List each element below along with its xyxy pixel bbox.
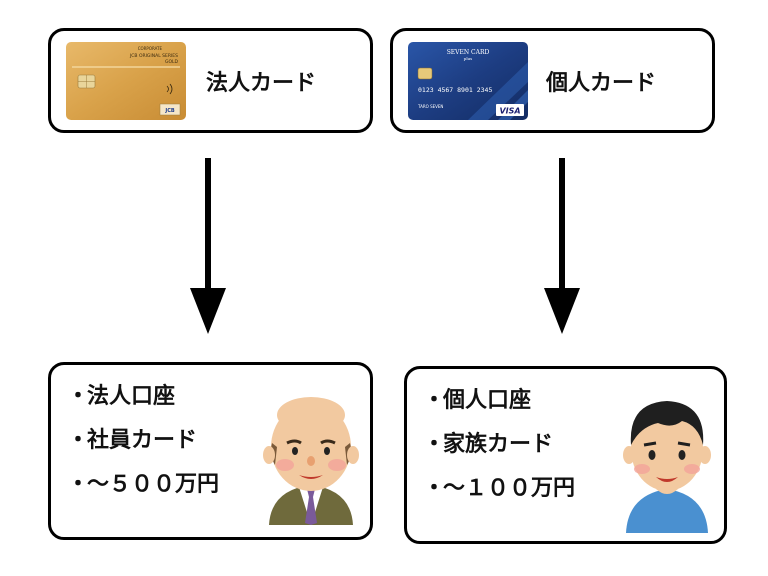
- card-line-1: SEVEN CARD: [447, 49, 490, 56]
- card-line-4: TARO SEVEN: [417, 104, 443, 109]
- businessman-illustration: [263, 397, 359, 525]
- list-item: ・〜１００万円: [423, 476, 576, 501]
- card-line-3: 0123 4567 8901 2345: [418, 86, 492, 94]
- boy-illustration: [623, 401, 711, 533]
- down-arrow-right: [544, 158, 580, 334]
- card-brand: VISA: [499, 107, 520, 116]
- list-item: ・〜５００万円: [67, 472, 220, 497]
- corporate-card-box: CORPORATE JCB ORIGINAL SERIES GOLD JCB 法…: [48, 28, 373, 133]
- corporate-card-title: 法人カード: [206, 71, 317, 96]
- list-item: ・個人口座: [423, 388, 532, 413]
- list-item: ・法人口座: [67, 384, 176, 409]
- list-item: ・家族カード: [423, 432, 554, 457]
- corporate-feature-list: ・法人口座 ・社員カード ・〜５００万円: [67, 375, 219, 507]
- down-arrow-left: [190, 158, 226, 334]
- card-line-3: GOLD: [165, 59, 179, 65]
- card-line-1: CORPORATE: [138, 46, 163, 51]
- card-brand: JCB: [164, 108, 175, 114]
- personal-card-title: 個人カード: [546, 71, 657, 96]
- card-line-2: plus: [464, 56, 472, 61]
- list-item: ・社員カード: [67, 428, 198, 453]
- personal-details-box: ・個人口座 ・家族カード ・〜１００万円: [404, 366, 727, 544]
- jcb-gold-card-image: CORPORATE JCB ORIGINAL SERIES GOLD JCB: [66, 42, 186, 120]
- personal-feature-list: ・個人口座 ・家族カード ・〜１００万円: [423, 379, 575, 511]
- card-line-2: JCB ORIGINAL SERIES: [129, 53, 178, 59]
- personal-card-box: SEVEN CARD plus 0123 4567 8901 2345 TARO…: [390, 28, 715, 133]
- corporate-details-box: ・法人口座 ・社員カード ・〜５００万円: [48, 362, 373, 540]
- seven-visa-card-image: SEVEN CARD plus 0123 4567 8901 2345 TARO…: [408, 42, 528, 120]
